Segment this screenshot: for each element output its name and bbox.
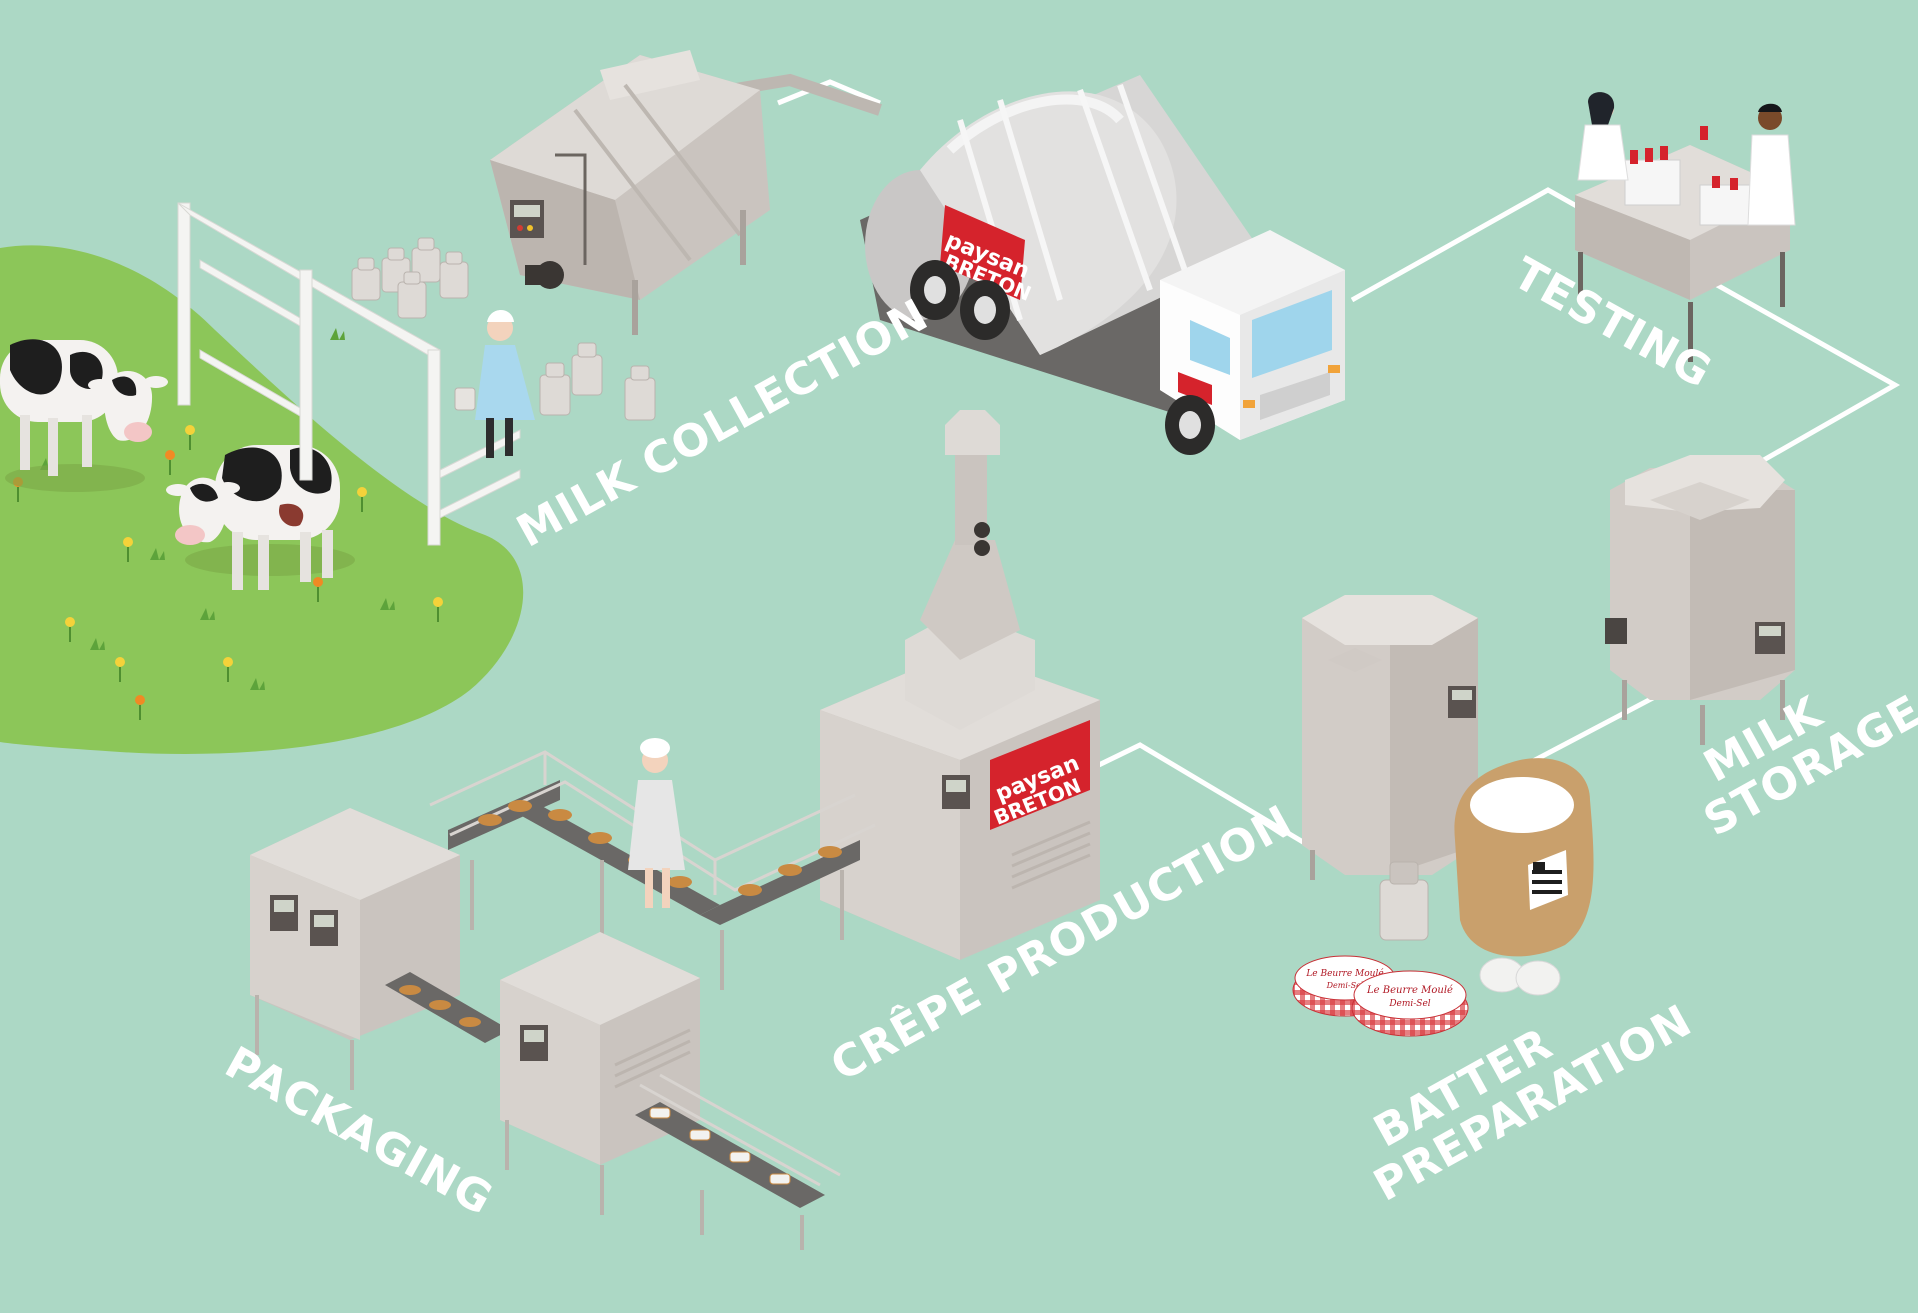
eggs bbox=[1479, 957, 1561, 996]
testing-lab bbox=[1575, 92, 1796, 362]
pasture-gate bbox=[177, 202, 521, 546]
butter-tub-label-1: Le Beurre Moulé bbox=[1305, 968, 1384, 979]
butter-tub-label-2: Le Beurre Moulé bbox=[1366, 985, 1453, 996]
batter-mixing-tank bbox=[1302, 595, 1478, 910]
milk-storage-tank bbox=[1605, 455, 1795, 745]
butter-tub-sublabel-2: Demi-Sel bbox=[1388, 999, 1430, 1009]
conveyor-worker bbox=[628, 738, 685, 908]
milk-worker bbox=[454, 310, 535, 458]
butter-tub-sublabel-1: Demi-Sel bbox=[1326, 981, 1364, 990]
butter-tubs: Le Beurre Moulé Demi-Sel Le Beurre Moulé… bbox=[1292, 955, 1469, 1037]
packaging-machine-front bbox=[500, 932, 700, 1215]
packaging-conveyor-mid bbox=[385, 972, 510, 1043]
packaging-conveyor-out bbox=[635, 1073, 841, 1250]
flour-sack bbox=[1454, 758, 1594, 957]
milk-tanker-truck: paysan BRETON bbox=[860, 75, 1345, 455]
milk-collector-machine bbox=[490, 50, 882, 335]
crepe-machine: paysan BRETON bbox=[820, 410, 1100, 960]
milk-cans bbox=[351, 237, 656, 421]
cow-left bbox=[0, 339, 168, 492]
milk-churn bbox=[1379, 861, 1429, 941]
